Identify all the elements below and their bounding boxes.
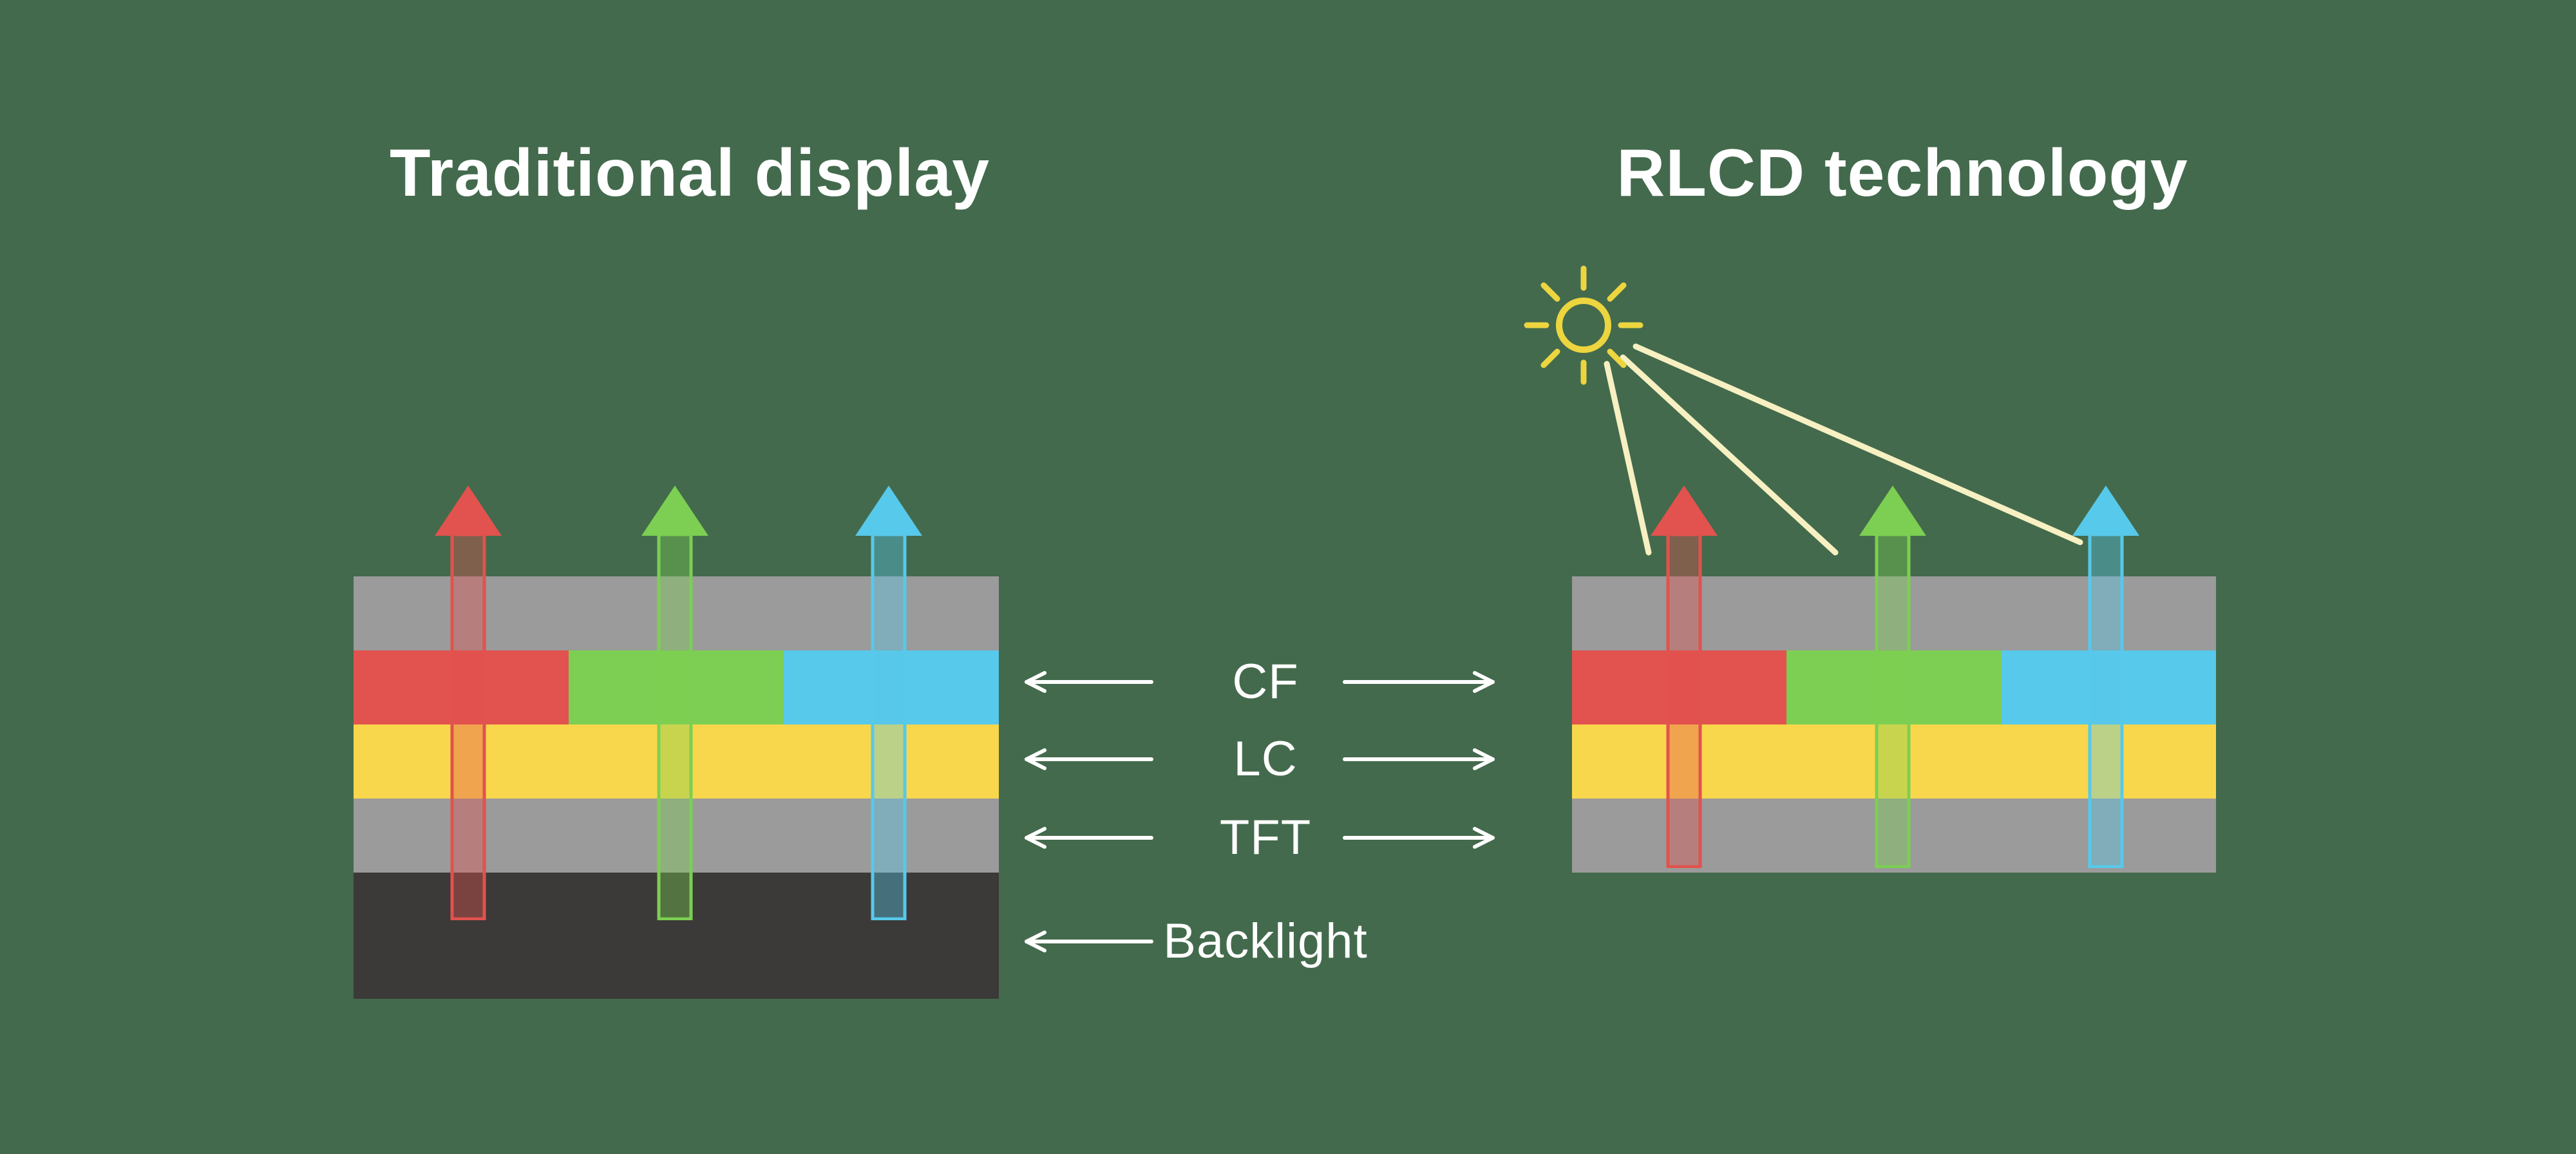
left-cf-cyan-segment: [784, 650, 999, 724]
light-beam-2-icon: [1620, 354, 1839, 556]
left-top-glass-layer: [354, 576, 999, 650]
right-arrow-icon: [1343, 827, 1495, 849]
right-title: RLCD technology: [1616, 136, 2188, 211]
tft-label: TFT: [1219, 810, 1312, 865]
left-title: Traditional display: [389, 136, 990, 211]
cf-label: CF: [1232, 654, 1299, 709]
left-arrow-icon: [1025, 671, 1153, 693]
right-cf-green-segment: [1786, 650, 2002, 724]
left-arrow-icon: [1025, 931, 1153, 952]
rlcd-stack: [1572, 576, 2216, 873]
cyan-up-arrow-icon: [855, 486, 922, 920]
left-arrow-icon: [1025, 748, 1153, 770]
right-cf-cyan-segment: [2001, 650, 2216, 724]
left-arrow-icon: [1025, 827, 1153, 849]
right-cf-layer: [1572, 650, 2216, 724]
left-lc-layer: [354, 724, 999, 799]
backlight-label: Backlight: [1163, 914, 1368, 969]
traditional-display-stack: [354, 576, 999, 999]
left-cf-green-segment: [569, 650, 784, 724]
light-beam-3-icon: [1633, 343, 2083, 545]
left-backlight-layer: [354, 873, 999, 999]
right-arrow-icon: [1343, 748, 1495, 770]
right-top-glass-layer: [1572, 576, 2216, 650]
sun-beams: [1604, 343, 2083, 556]
left-cf-layer: [354, 650, 999, 724]
left-tft-layer: [354, 799, 999, 873]
left-cf-red-segment: [354, 650, 569, 724]
green-up-arrow-icon: [641, 486, 708, 920]
right-tft-layer: [1572, 799, 2216, 873]
red-up-arrow-icon: [435, 486, 502, 920]
lc-label: LC: [1233, 732, 1298, 786]
sun-icon: [1524, 265, 1643, 385]
green-up-arrow-icon: [1859, 486, 1926, 868]
right-cf-red-segment: [1572, 650, 1787, 724]
cyan-up-arrow-icon: [2072, 486, 2139, 868]
red-up-arrow-icon: [1651, 486, 1718, 868]
right-lc-layer: [1572, 724, 2216, 799]
right-arrow-icon: [1343, 671, 1495, 693]
light-beam-1-icon: [1604, 361, 1652, 556]
